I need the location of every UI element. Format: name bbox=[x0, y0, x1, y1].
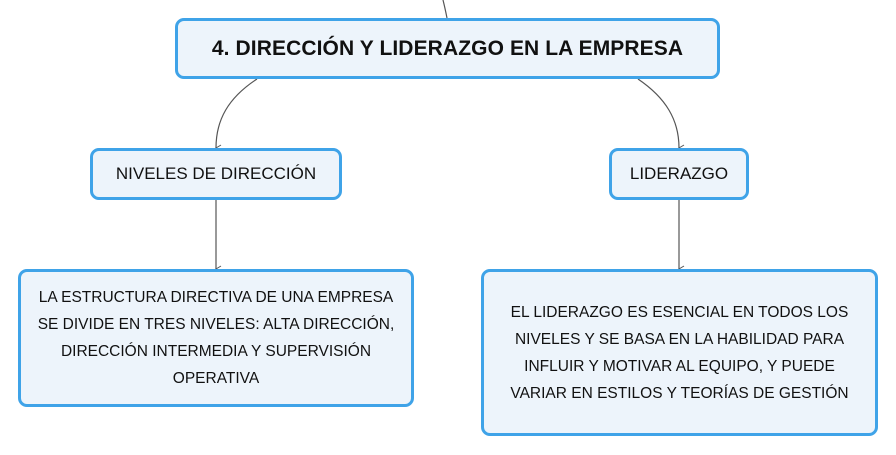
subtopic-niveles-de-direccion[interactable]: NIVELES DE DIRECCIÓN bbox=[90, 148, 342, 200]
connector-parent-to-root bbox=[442, 0, 448, 19]
detail-text: EL LIDERAZGO ES ESENCIAL EN TODOS LOS NI… bbox=[510, 303, 849, 402]
root-topic-node[interactable]: 4. DIRECCIÓN Y LIDERAZGO EN LA EMPRESA bbox=[175, 18, 720, 79]
subtopic-label: NIVELES DE DIRECCIÓN bbox=[115, 164, 317, 183]
detail-niveles-de-direccion[interactable]: LA ESTRUCTURA DIRECTIVA DE UNA EMPRESA S… bbox=[18, 269, 414, 407]
subtopic-liderazgo[interactable]: LIDERAZGO bbox=[609, 148, 749, 200]
detail-liderazgo[interactable]: EL LIDERAZGO ES ESENCIAL EN TODOS LOS NI… bbox=[481, 269, 878, 436]
root-topic-label: 4. DIRECCIÓN Y LIDERAZGO EN LA EMPRESA bbox=[211, 36, 684, 60]
subtopic-label: LIDERAZGO bbox=[629, 164, 729, 183]
connector-root-to-liderazgo bbox=[637, 78, 685, 152]
connector-root-to-niveles bbox=[215, 78, 258, 152]
detail-text: LA ESTRUCTURA DIRECTIVA DE UNA EMPRESA S… bbox=[37, 289, 395, 387]
